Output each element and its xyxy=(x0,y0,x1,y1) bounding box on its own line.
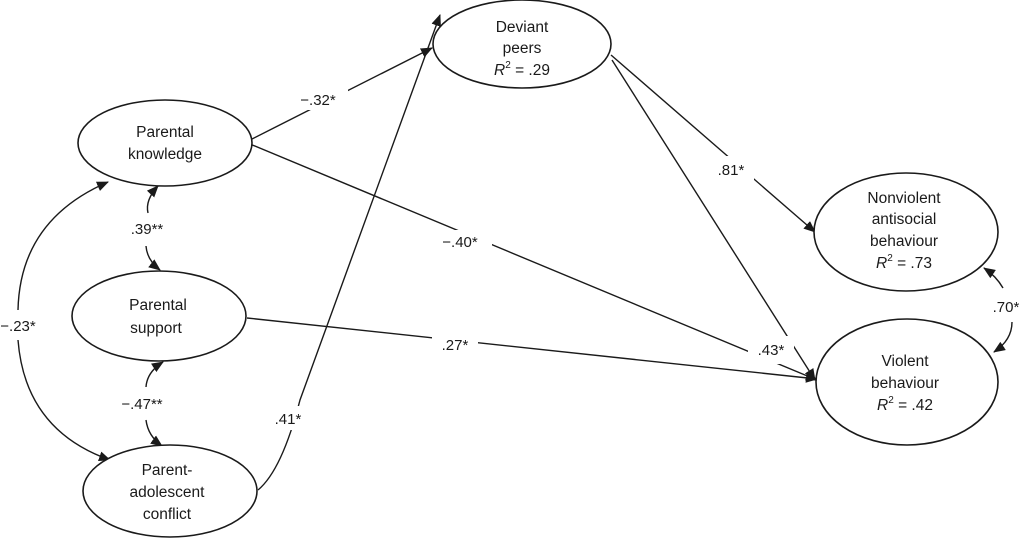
edge-dp-nonviolent xyxy=(610,54,816,233)
edge-ps-violent xyxy=(246,317,818,383)
label-ps-violent: .27* xyxy=(442,337,469,354)
svg-text:Violent: Violent xyxy=(881,353,929,370)
svg-text:Parent-: Parent- xyxy=(142,462,193,479)
path-labels: −.32* −.40* .27* .41* .81* .43* .39** −.… xyxy=(0,88,1020,430)
svg-text:adolescent: adolescent xyxy=(130,484,206,501)
node-parental-knowledge: Parental knowledge xyxy=(77,99,253,187)
node-deviant-peers: Deviant peers R2 = .29 xyxy=(432,0,612,89)
svg-text:support: support xyxy=(130,320,182,337)
corr-pk-ps xyxy=(146,185,159,214)
corr-ps-pac-b xyxy=(145,419,163,447)
svg-text:Nonviolent: Nonviolent xyxy=(867,190,941,207)
svg-text:conflict: conflict xyxy=(143,506,192,523)
edge-pk-violent xyxy=(249,143,818,381)
label-ps-pac: −.47** xyxy=(121,396,162,413)
svg-text:behaviour: behaviour xyxy=(871,375,939,392)
label-pk-ps: .39** xyxy=(131,221,164,238)
node-nonviolent-antisocial-behaviour: Nonviolent antisocial behaviour R2 = .73 xyxy=(813,172,999,292)
node-violent-behaviour: Violent behaviour R2 = .42 xyxy=(815,318,999,446)
corr-pk-pac-b xyxy=(17,339,111,462)
corr-pk-ps-b xyxy=(145,245,161,271)
label-nv-v: .70* xyxy=(993,299,1020,316)
corr-nv-v xyxy=(983,267,1004,289)
svg-text:Parental: Parental xyxy=(136,124,194,141)
svg-text:R2 = .29: R2 = .29 xyxy=(494,60,550,79)
svg-text:R2 = .42: R2 = .42 xyxy=(877,395,933,414)
edge-dp-violent xyxy=(611,59,816,381)
svg-text:knowledge: knowledge xyxy=(128,146,202,163)
label-pac-dp: .41* xyxy=(275,411,302,428)
label-pk-dp: −.32* xyxy=(300,92,336,109)
label-pk-violent: −.40* xyxy=(442,234,478,251)
node-parent-adolescent-conflict: Parent- adolescent conflict xyxy=(82,444,258,538)
label-pk-pac: −.23* xyxy=(0,318,36,335)
svg-text:behaviour: behaviour xyxy=(870,233,938,250)
node-parental-support: Parental support xyxy=(71,270,247,362)
corr-ps-pac xyxy=(145,361,164,388)
svg-text:Parental: Parental xyxy=(129,297,187,314)
label-dp-nonviolent: .81* xyxy=(718,162,745,179)
corr-pk-pac xyxy=(17,181,109,311)
label-dp-violent: .43* xyxy=(758,342,785,359)
svg-text:Deviant: Deviant xyxy=(496,19,549,36)
edge-pac-dp xyxy=(257,14,441,491)
svg-text:R2 = .73: R2 = .73 xyxy=(876,253,932,272)
svg-text:peers: peers xyxy=(503,40,542,57)
svg-text:antisocial: antisocial xyxy=(872,211,937,228)
corr-nv-v-b xyxy=(993,321,1013,353)
